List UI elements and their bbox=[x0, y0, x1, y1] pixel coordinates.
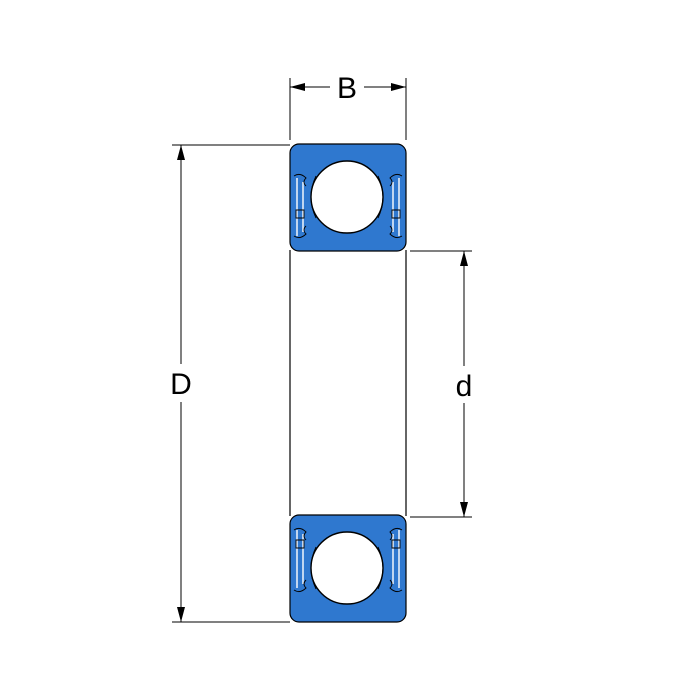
ball-bottom-race-grooves bbox=[310, 546, 384, 590]
seal-top-right bbox=[392, 178, 400, 236]
d-outer-arrow-bottom bbox=[177, 607, 185, 622]
dimension-d-outer: D bbox=[170, 144, 290, 623]
ball-top bbox=[310, 160, 384, 234]
seal-notch-top-left bbox=[295, 209, 305, 219]
b-arrow-right bbox=[391, 83, 406, 91]
d-outer-arrow-top bbox=[177, 145, 185, 160]
d-bore-arrow-top bbox=[460, 251, 468, 266]
seal-notch-bottom-right bbox=[391, 539, 401, 549]
seal-lip-bottom-right bbox=[389, 527, 403, 593]
d-bore-label: d bbox=[456, 370, 473, 403]
seal-top-left bbox=[296, 178, 304, 236]
bearing-body bbox=[289, 250, 407, 516]
d-bore-arrow-bottom bbox=[460, 502, 468, 517]
d-outer-label: D bbox=[170, 368, 192, 401]
dimension-b: B bbox=[289, 72, 407, 140]
ring-section-bottom bbox=[289, 514, 407, 623]
seal-lip-top-right bbox=[389, 173, 403, 239]
seal-lip-bottom-left bbox=[293, 527, 307, 593]
seal-notch-bottom-left bbox=[295, 539, 305, 549]
ball-bottom bbox=[310, 531, 384, 605]
seal-lip-top-left bbox=[293, 173, 307, 239]
ring-section-top bbox=[289, 143, 407, 252]
seal-notch-top-right bbox=[391, 209, 401, 219]
ball-top-race-grooves bbox=[310, 175, 384, 219]
b-arrow-left bbox=[290, 83, 305, 91]
b-label: B bbox=[337, 72, 357, 105]
dimension-d-bore: d bbox=[410, 250, 473, 518]
